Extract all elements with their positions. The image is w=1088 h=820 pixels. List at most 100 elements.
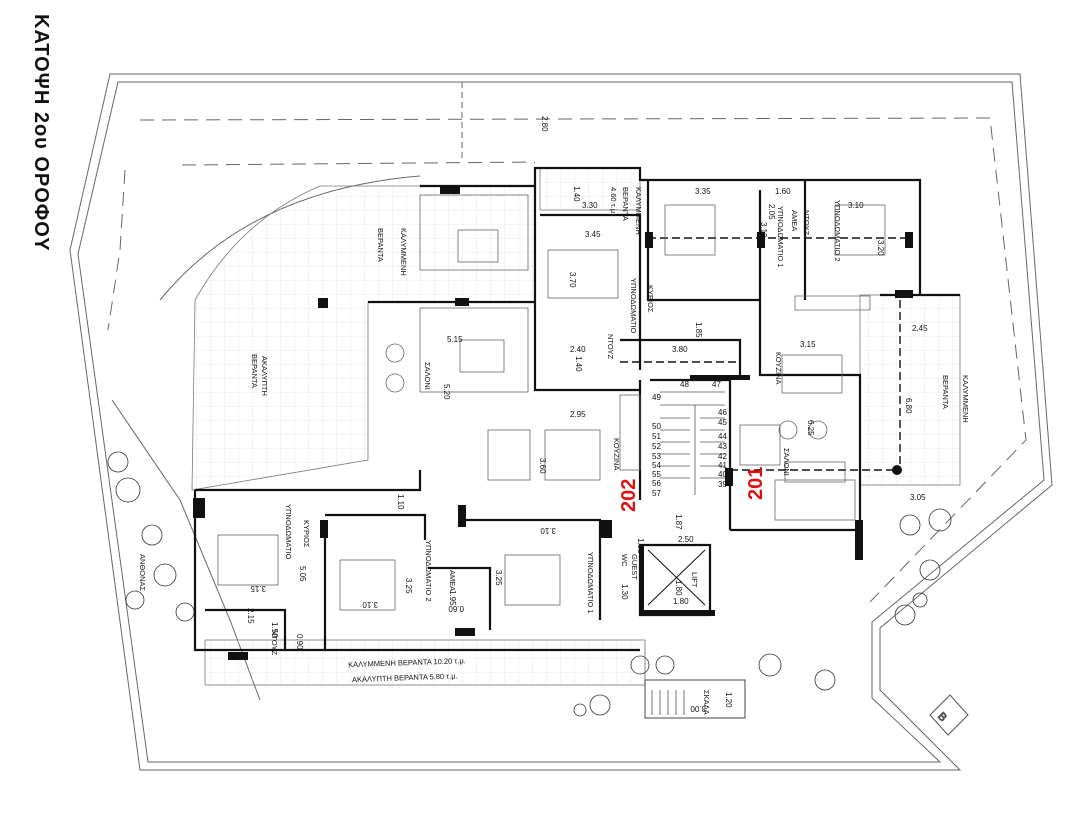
dim-1-85: 1.85 [694,322,703,338]
north-arrow-icon: B [929,694,969,736]
dim-1-10: 1.10 [396,494,405,510]
lift-cross [647,549,706,606]
dim-1-50: 1.50 [270,622,279,638]
dim-2-45: 2.45 [912,324,928,333]
dim-3-35: 3.35 [695,187,711,196]
stair-treads [651,391,725,715]
step-42: 42 [718,452,727,461]
label-master-bedroom-top-1: ΚΥΡΙΟΣ [646,285,655,313]
dim-3-10b: 3.10 [848,201,864,210]
label-covered-veranda-small-2: ΒΕΡΑΝΤΑ [621,187,630,221]
columns [193,186,913,660]
label-master-bedroom-left-2: ΥΠΝΟΔΩΜΑΤΙΟ [284,504,293,559]
label-living-201: ΣΑΛΟΝΙ [782,448,791,476]
dimension-lines [620,237,910,471]
step-46: 46 [718,408,727,417]
label-covered-veranda-top-2: ΒΕΡΑΝΤΑ [376,228,385,262]
label-bedroom2-201: ΥΠΝΟΔΩΜΑΤΙΟ 2 [833,200,842,262]
dim-0-90: 0.90 [295,634,304,650]
dim-3-80: 3.80 [672,345,688,354]
step-40: 40 [718,470,727,479]
dim-1-95b: 1.95 [448,590,457,606]
dim-3-20: 3.20 [876,240,885,256]
step-57: 57 [652,489,661,498]
label-covered-veranda-bottom: ΚΑΛΥΜΜΕΝΗ ΒΕΡΑΝΤΑ 10.20 τ.μ. [348,656,466,669]
dim-3-10d: 3.10 [362,600,378,609]
dim-2-15: 2.15 [246,608,255,624]
dim-1-87: 1.87 [674,514,683,530]
dimension-labels: 2.80 1.40 3.30 3.35 3.10 1.60 3.10 3.45 … [246,116,928,713]
dim-1-80a: 1.80 [674,580,683,596]
dim-2-95: 2.95 [570,410,586,419]
dim-1-95a: 1.95 [636,538,645,554]
dim-1-60: 1.60 [775,187,791,196]
dim-2-40: 2.40 [570,345,586,354]
unit-number-202: 202 [618,479,640,512]
dim-3-10c: 3.10 [540,526,556,535]
dim-5-05: 5.05 [298,566,307,582]
dim-1-20: 1.20 [724,692,733,708]
step-51: 51 [652,432,661,441]
label-master-bedroom-left-1: ΚΥΡΙΟΣ [302,520,311,548]
dim-6-25: 6.25 [806,420,815,436]
dim-6-80: 6.80 [904,398,913,414]
dim-3-15b: 3.15 [250,584,266,593]
dim-5-15: 5.15 [447,335,463,344]
label-lift: LIFT [690,572,699,588]
dim-1-30: 1.30 [620,584,629,600]
dim-3-00: 3.00 [690,704,706,713]
step-56: 56 [652,479,661,488]
dim-3-25b: 3.25 [494,570,503,586]
dim-5-20: 5.20 [442,384,451,400]
label-covered-veranda-small-3: 4.60 τ.μ. [609,187,618,215]
landscaping [107,451,952,717]
label-covered-veranda-small-1: ΚΑΛΥΜΜΕΝΗ [634,187,643,235]
label-bedroom2-202: ΥΠΝΟΔΩΜΑΤΙΟ 2 [424,540,433,602]
label-master-bedroom-top-2: ΥΠΝΟΔΩΜΑΤΙΟ [629,278,638,333]
step-52: 52 [652,442,661,451]
dim-3-15a: 3.15 [800,340,816,349]
dim-1-40b: 1.40 [574,356,583,372]
label-bedroom1-201: ΥΠΝΟΔΩΜΑΤΙΟ 1 [776,206,785,268]
dim-3-60: 3.60 [538,458,547,474]
step-39: 39 [718,480,727,489]
step-54: 54 [652,461,661,470]
label-kitchen-202: ΚΟΥΖΙΝΑ [612,438,621,470]
room-labels: ΚΑΛΥΜΜΕΝΗ ΒΕΡΑΝΤΑ ΚΑΛΥΜΜΕΝΗ ΒΕΡΑΝΤΑ 4.60… [138,187,970,715]
unit-number-201: 201 [745,467,767,500]
dim-3-10a: 3.10 [759,222,768,238]
step-48: 48 [680,380,689,389]
step-47: 47 [712,380,721,389]
label-bedroom1-202: ΥΠΝΟΔΩΜΑΤΙΟ 1 [586,552,595,614]
label-shower-left: ΝΤΟΥΖ [270,630,279,655]
dim-3-70: 3.70 [568,272,577,288]
label-guest-wc-2: WC [620,554,629,567]
label-uncovered-veranda-left-1: ΑΚΑΛΥΠΤΗ [260,356,269,396]
step-53: 53 [652,452,661,461]
label-kitchen-201: ΚΟΥΖΙΝΑ [774,352,783,384]
label-living-202: ΣΑΛΟΝΙ [423,362,432,390]
dim-1-80b: 1.80 [673,597,689,606]
label-shower-amea-1: ΝΤΟΥΖ [802,210,811,235]
step-45: 45 [718,418,727,427]
dim-3-30: 3.30 [582,201,598,210]
step-41: 41 [718,461,727,470]
label-covered-veranda-right-1: ΚΑΛΥΜΜΕΝΗ [961,375,970,423]
step-50: 50 [652,422,661,431]
step-44: 44 [718,432,727,441]
label-shower-top: ΝΤΟΥΖ [606,334,615,359]
label-shower-amea-2: ΑΜΕΑ [790,210,799,231]
stair-numbers: 48 47 49 50 51 52 53 54 55 56 57 46 45 4… [652,380,727,498]
label-uncovered-veranda-bottom: ΑΚΑΛΥΠΤΗ ΒΕΡΑΝΤΑ 5.80 τ.μ. [352,671,458,684]
label-garden: ΑΝΘΟΝΑΣ [138,554,147,592]
label-stairs: ΣΚΑΛΑ [702,690,711,715]
dim-0-60: 0.60 [448,604,464,613]
dim-3-05: 3.05 [910,493,926,502]
dim-1-40: 1.40 [572,186,581,202]
exterior-stair [644,679,746,719]
step-49: 49 [652,393,661,402]
furniture [217,194,886,611]
dim-3-45: 3.45 [585,230,601,239]
label-covered-veranda-right-2: ΒΕΡΑΝΤΑ [941,375,950,409]
